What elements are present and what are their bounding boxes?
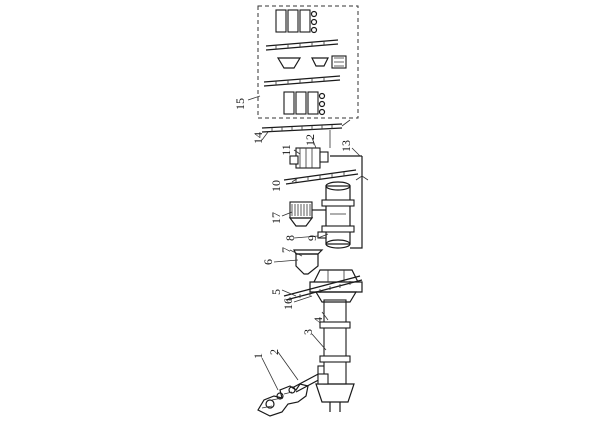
label-17: 17 bbox=[269, 212, 283, 224]
label-16: 16 bbox=[281, 298, 295, 310]
component-1-crusher bbox=[257, 383, 309, 417]
component-14-conveyor bbox=[261, 123, 343, 133]
bottom-silo-group bbox=[283, 91, 326, 116]
label-11: 11 bbox=[279, 144, 293, 156]
component-16-cyclone bbox=[309, 269, 363, 303]
label-6: 6 bbox=[261, 259, 275, 265]
component-11-screen-unit bbox=[289, 147, 329, 169]
label-8: 8 bbox=[283, 235, 297, 241]
label-2: 2 bbox=[267, 349, 281, 355]
component-10-conveyor bbox=[283, 169, 359, 185]
label-7: 7 bbox=[279, 247, 293, 253]
leader-lines bbox=[247, 95, 361, 391]
packing-machine bbox=[276, 55, 347, 69]
label-14: 14 bbox=[251, 132, 265, 144]
component-5-conveyor bbox=[283, 275, 363, 301]
component-13-return-line bbox=[330, 155, 369, 249]
label-12: 12 bbox=[303, 134, 317, 146]
label-4: 4 bbox=[311, 317, 325, 323]
top-silo-group bbox=[275, 9, 318, 34]
label-3: 3 bbox=[301, 329, 315, 335]
label-1: 1 bbox=[251, 353, 265, 359]
connector-lines bbox=[329, 119, 351, 148]
label-13: 13 bbox=[339, 140, 353, 152]
component-17-bag-filter bbox=[288, 201, 327, 239]
component-9-rotary-drum bbox=[321, 181, 355, 249]
label-15: 15 bbox=[233, 98, 247, 110]
label-9: 9 bbox=[305, 235, 319, 241]
label-10: 10 bbox=[269, 180, 283, 192]
component-3-dryer-drum bbox=[315, 299, 355, 412]
component-7-hopper bbox=[293, 249, 324, 275]
component-15-storage-enclosure bbox=[257, 5, 359, 119]
label-5: 5 bbox=[269, 289, 283, 295]
